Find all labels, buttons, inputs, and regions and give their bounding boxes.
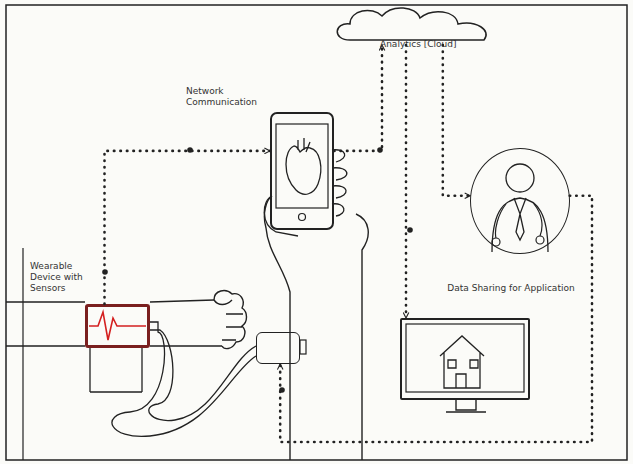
monitor-stand — [446, 400, 486, 412]
connector-heads — [334, 45, 382, 151]
node-label: Data Sharing for Application — [416, 283, 606, 294]
connector-heads — [280, 196, 592, 442]
hand-fingers — [332, 150, 347, 216]
smartphone — [270, 112, 334, 230]
dotted-connector — [405, 45, 408, 318]
stethoscope — [495, 204, 542, 238]
path-dot — [407, 227, 413, 233]
charger-device — [256, 332, 300, 364]
heartbeat-line — [89, 312, 146, 340]
arm-outline — [6, 300, 214, 302]
doctor-body — [492, 198, 548, 252]
stethoscope — [536, 236, 544, 244]
page-frame — [6, 5, 627, 460]
connector-heads — [406, 45, 407, 318]
connector-heads — [105, 151, 271, 304]
dotted-connector — [280, 196, 592, 442]
hand-outline — [264, 196, 368, 460]
phone-screen — [276, 124, 328, 208]
table-edge — [22, 248, 23, 460]
node-label: Wearable Device with Sensors — [30, 261, 90, 294]
charging-cable — [112, 322, 256, 436]
wearable-device: Wearable Device with Sensors — [85, 304, 150, 348]
house-icon — [440, 336, 484, 388]
fist-outline — [214, 291, 247, 349]
stethoscope — [492, 238, 500, 246]
node-label: Analytics [Cloud] — [380, 39, 510, 50]
heart-icon — [286, 138, 321, 194]
monitor-screen — [406, 324, 524, 392]
phone-button — [299, 214, 306, 221]
home-monitor — [400, 318, 530, 400]
doctor-circle: Data Sharing for Application — [470, 148, 570, 254]
watch-strap — [90, 346, 142, 392]
doctor-head — [506, 164, 534, 192]
edge-label: Network Communication — [186, 86, 252, 108]
charger-plug — [300, 340, 306, 354]
connector-heads — [443, 45, 471, 196]
cloud-shape — [337, 8, 486, 40]
charging-cable — [149, 330, 256, 421]
cloud-node: Analytics [Cloud] — [334, 5, 494, 45]
dotted-connector — [105, 151, 271, 304]
dotted-connector — [334, 45, 382, 151]
dotted-connector — [443, 45, 471, 196]
